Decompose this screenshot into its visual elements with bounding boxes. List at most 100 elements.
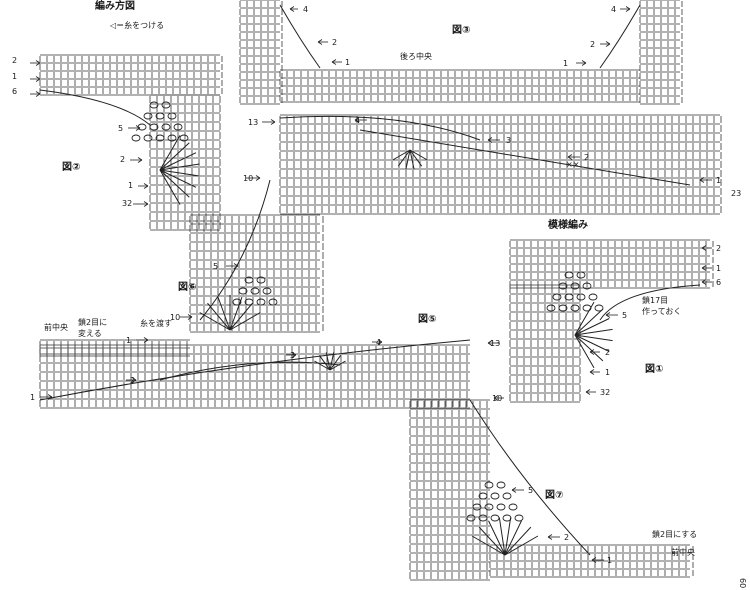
row-label: 10	[170, 313, 180, 322]
note-front-center-2: 前中央	[671, 547, 695, 557]
puff-stitch	[268, 298, 278, 306]
fig3-bottom-grid	[279, 69, 640, 103]
fan-stitch	[159, 142, 190, 171]
puff-stitch	[137, 123, 147, 131]
arrow-head	[701, 245, 707, 251]
note-ch17-line2: 作っておく	[642, 306, 681, 316]
puff-stitch	[466, 514, 476, 522]
puff-stitch	[244, 276, 254, 284]
fan-stitch	[409, 149, 415, 170]
fig1-puff-cluster	[546, 271, 604, 312]
fig2-fan	[159, 135, 200, 205]
row-label: 23	[731, 189, 741, 198]
row-label: 32	[122, 199, 132, 208]
puff-stitch	[514, 514, 524, 522]
row-arrow	[354, 117, 367, 123]
arrow-head	[585, 389, 591, 395]
legend-attach-yarn: ◁＝糸をつける	[109, 20, 164, 30]
arrow-head	[187, 314, 193, 320]
fan-stitch	[574, 334, 604, 362]
fig1-top-grid	[509, 239, 714, 289]
fig2-puff-cluster	[131, 101, 189, 142]
row-label: 4	[355, 116, 360, 125]
fan-stitch	[159, 169, 181, 205]
row-label: 1	[126, 336, 131, 345]
arrow-head	[487, 340, 493, 346]
fig6-slope	[199, 179, 271, 321]
puff-stitch	[250, 287, 260, 295]
fan-stitch	[217, 296, 231, 331]
puff-stitch	[570, 282, 580, 290]
puff-stitch	[496, 503, 506, 511]
fig7-puff-cluster	[466, 481, 524, 522]
row-arrow	[372, 339, 383, 345]
arrow-head	[591, 557, 597, 563]
puff-stitch	[502, 492, 512, 500]
fig3-left-slope	[279, 4, 321, 69]
row-arrow	[589, 369, 600, 375]
fig6-puff-cluster	[232, 276, 278, 306]
row-arrow	[701, 279, 712, 285]
row-arrow	[317, 39, 328, 45]
row-arrow	[699, 177, 712, 183]
stitch-symbols	[39, 4, 701, 556]
puff-stitch	[576, 271, 586, 279]
arrow-head	[605, 41, 611, 47]
puff-stitch	[256, 298, 266, 306]
puff-stitch	[149, 101, 159, 109]
row-arrow	[262, 119, 276, 125]
figure-label-7: 図⑦	[545, 489, 563, 501]
fan-stitch	[574, 308, 604, 336]
arrow-head	[255, 175, 261, 181]
fan-stitch	[229, 296, 243, 331]
fan-stitch	[392, 149, 411, 161]
fan-stitch	[314, 360, 331, 371]
fan-stitch	[229, 312, 261, 331]
fig7-left-grid	[409, 399, 490, 581]
arrow-head	[589, 349, 595, 355]
row-arrows	[30, 6, 712, 563]
puff-stitch	[161, 123, 171, 131]
fan-stitch	[159, 152, 197, 171]
fan-stitch	[409, 149, 423, 167]
row-label: 2	[716, 244, 721, 253]
row-arrow	[30, 91, 41, 97]
arrow-head	[317, 39, 323, 45]
fig1-curve	[599, 284, 701, 321]
row-arrow	[605, 312, 618, 318]
fan-stitch	[504, 526, 532, 556]
fan-stitch	[478, 526, 506, 556]
fan-stitch	[574, 334, 613, 342]
puff-stitch	[232, 298, 242, 306]
puff-stitch	[582, 282, 592, 290]
fan-stitch	[488, 520, 506, 556]
fan-stitch	[207, 302, 231, 331]
puff-stitch	[558, 304, 568, 312]
row-label: 13	[248, 118, 258, 127]
fig2-curve	[39, 89, 151, 126]
note-change-ch2-line2: 変える	[78, 328, 102, 338]
puff-stitch	[552, 293, 562, 301]
arrow-head	[135, 125, 141, 131]
row-arrow	[701, 245, 712, 251]
row-label: 2	[590, 40, 595, 49]
arrow-head	[331, 59, 337, 65]
puff-stitch	[546, 304, 556, 312]
fan-stitch	[397, 149, 411, 167]
arrow-head	[581, 60, 587, 66]
row-arrow	[487, 340, 500, 346]
fig5-slope	[39, 339, 471, 401]
row-label: 10	[492, 394, 502, 403]
puff-stitch	[496, 481, 506, 489]
row-arrow	[30, 76, 41, 82]
row-arrow	[567, 154, 580, 160]
fig4-grid	[279, 114, 722, 215]
row-arrow	[180, 314, 193, 320]
arrow-head	[35, 76, 41, 82]
title-pattern: 模様編み	[548, 218, 588, 231]
puff-stitch	[173, 123, 183, 131]
row-arrow	[246, 175, 261, 181]
figure-label-3: 図③	[452, 24, 470, 36]
fig4-fan	[392, 149, 428, 170]
arrow-head	[589, 369, 595, 375]
